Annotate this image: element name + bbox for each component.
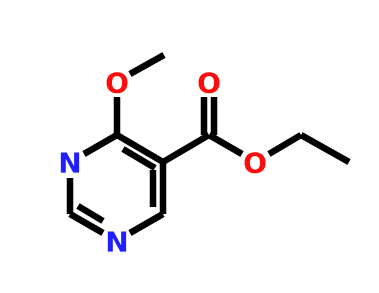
bond-c-o-ester (207, 132, 244, 157)
atom-n3: N (58, 147, 81, 180)
atom-o-carbonyl: O (197, 67, 221, 100)
bond-c2-n1-inner (76, 203, 105, 224)
bond-c4-c5 (115, 132, 165, 165)
bond-c4-n3 (82, 132, 119, 157)
atom-label-layer: O O O N N (58, 67, 267, 259)
atom-n1: N (105, 226, 128, 259)
bond-layer (66, 52, 351, 236)
bond-c4-c5-inner (121, 146, 157, 171)
atom-o-methoxy: O (105, 67, 129, 100)
bond-n1-c6 (128, 211, 165, 236)
bond-methyl-o (128, 52, 166, 77)
bond-o-ch2 (267, 132, 303, 157)
bond-c5-ccarbonyl (161, 132, 211, 165)
bond-ch2-ch3 (299, 132, 351, 165)
bond-c2-n1 (68, 211, 105, 236)
atom-o-ester: O (243, 147, 267, 180)
